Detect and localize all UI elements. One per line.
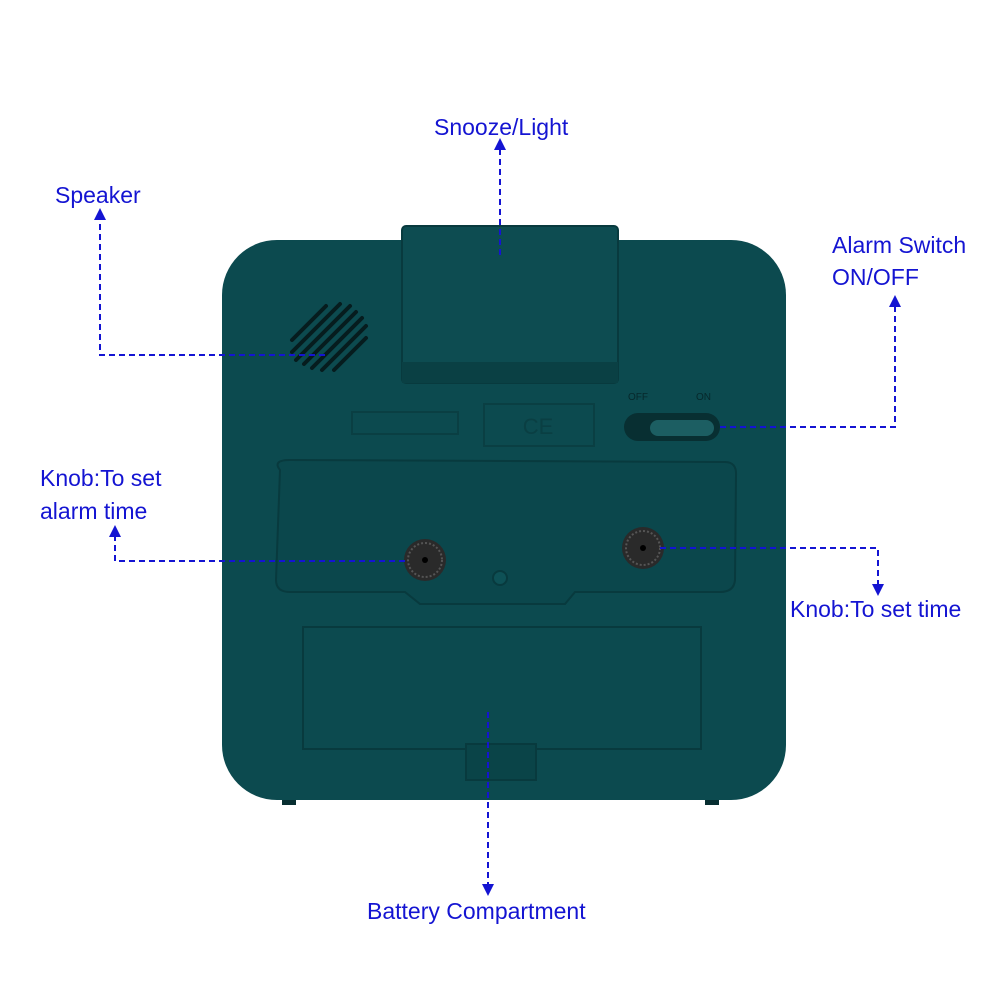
alarm-knob-arrow-icon [109, 525, 121, 537]
alarm-switch-slider [650, 420, 714, 436]
speaker-arrow-icon [94, 208, 106, 220]
battery-compartment-label: Battery Compartment [367, 898, 586, 924]
snooze-arrow-icon [494, 138, 506, 150]
ce-mark: CE [523, 414, 554, 439]
time-knob [622, 527, 664, 569]
snooze-light-label: Snooze/Light [434, 114, 569, 140]
speaker-grille [290, 302, 368, 372]
alarm-switch-label-line2: ON/OFF [832, 264, 919, 290]
alarm-knob [404, 539, 446, 581]
snooze-button-base [402, 362, 618, 383]
reset-button [492, 570, 508, 586]
knob-panel [274, 458, 738, 605]
time-knob-pointer-line [660, 547, 879, 585]
alarm-switch-label-line1: Alarm Switch [832, 232, 967, 258]
battery-cover-latch [465, 743, 537, 781]
alarm-switch-arrow-icon [889, 295, 901, 307]
embossed-label-plate [351, 411, 459, 435]
alarm-knob-pointer-line [114, 535, 405, 562]
ce-mark-plate [483, 403, 595, 447]
switch-off-label: OFF [628, 392, 648, 403]
switch-on-label: ON [696, 392, 711, 403]
time-knob-arrow-icon [872, 584, 884, 596]
speaker-label: Speaker [55, 182, 141, 208]
alarm-knob-label-line1: Knob:To set [40, 465, 162, 491]
time-knob-label: Knob:To set time [790, 596, 962, 622]
alarm-knob-label-line2: alarm time [40, 498, 148, 524]
speaker-pointer-line [99, 218, 325, 356]
alarm-switch-pointer-line [720, 305, 896, 428]
annotation-lines [94, 138, 901, 896]
battery-cover [302, 626, 702, 750]
snooze-light-button [401, 225, 619, 384]
battery-arrow-icon [482, 884, 494, 896]
